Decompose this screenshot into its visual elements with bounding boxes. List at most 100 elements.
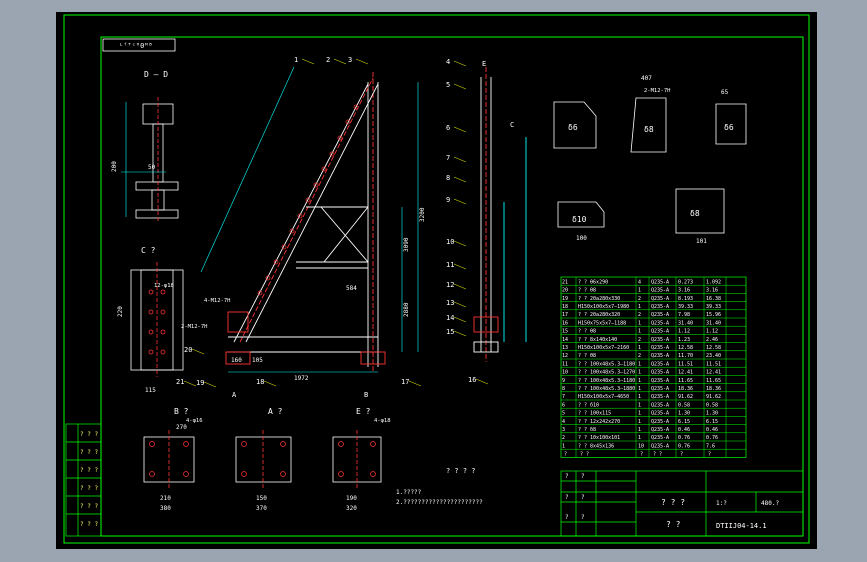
part-balloon: 7 bbox=[446, 154, 450, 162]
bom-cell: 1.092 bbox=[706, 279, 721, 285]
svg-text:? ? ?: ? ? ? bbox=[80, 431, 98, 438]
svg-text:220: 220 bbox=[117, 306, 124, 317]
svg-text:?: ? bbox=[581, 473, 585, 480]
bom-cell: ? ? δ10 bbox=[578, 402, 599, 408]
part-balloon: 6 bbox=[446, 124, 450, 132]
bom-cell: 1 bbox=[638, 329, 641, 335]
bom-cell: 11.51 bbox=[678, 361, 693, 367]
stamp-text: ᴸᶠᵀᶜᴴ0ᴹᴮ bbox=[119, 42, 153, 50]
bom-cell: ? ? 100x48x5.3—1270 bbox=[578, 370, 635, 376]
title-name: ? ? ? bbox=[661, 498, 685, 507]
bom-cell: 11 bbox=[562, 361, 568, 367]
leader-line bbox=[203, 381, 217, 388]
bom-cell: 1 bbox=[638, 411, 641, 417]
bom-cell: 11.51 bbox=[706, 361, 721, 367]
bom-cell: 17 bbox=[562, 312, 568, 318]
bom-cell: Q235-A bbox=[651, 345, 669, 351]
bom-cell: ? ? 100x115 bbox=[578, 411, 611, 417]
svg-text:320: 320 bbox=[346, 505, 357, 512]
bom-cell: ? ? 100x48x5.3—1180 bbox=[578, 378, 635, 384]
leader-line bbox=[453, 176, 467, 183]
bom-cell: 1.12 bbox=[678, 329, 690, 335]
svg-text:4-φ18: 4-φ18 bbox=[374, 418, 391, 424]
leader-line bbox=[453, 60, 467, 67]
bom-cell: 12.41 bbox=[678, 370, 693, 376]
weld-notes: 4-M12-7H 2-M12-7H 12-φ18 4-φ16 4-φ18 2-M… bbox=[154, 88, 671, 424]
part-balloon: 11 bbox=[446, 261, 454, 269]
bom-cell: 11.65 bbox=[706, 378, 721, 384]
bom-cell: 31.40 bbox=[678, 320, 693, 326]
bom-cell: 16 bbox=[562, 320, 568, 326]
bom-cell: Q235-A bbox=[651, 443, 669, 449]
bom-cell: 1.23 bbox=[678, 337, 690, 343]
drawing-sheet: ᴸᶠᵀᶜᴴ0ᴹᴮ ? ? ? ? ? ? ? ? ? ? ? ? ? ? ? ?… bbox=[56, 12, 817, 549]
bom-cell: 1 bbox=[638, 361, 641, 367]
svg-text:4-M12-7H: 4-M12-7H bbox=[204, 298, 231, 304]
bom-cell: 7 bbox=[562, 394, 565, 400]
bom-cell: 2 bbox=[638, 337, 641, 343]
svg-text:?: ? bbox=[581, 514, 585, 521]
svg-text:δ8: δ8 bbox=[690, 209, 700, 218]
leader-line bbox=[453, 198, 467, 205]
bom-cell: 0.76 bbox=[678, 443, 690, 449]
svg-text:? ? ?: ? ? ? bbox=[80, 503, 98, 510]
truss-elevation bbox=[225, 72, 386, 372]
bom-cell: 0.58 bbox=[706, 402, 718, 408]
svg-text:407: 407 bbox=[641, 75, 652, 82]
svg-text:? ? ?: ? ? ? bbox=[80, 467, 98, 474]
left-strip bbox=[65, 423, 102, 537]
bom-cell: 23.40 bbox=[706, 353, 721, 359]
bom-cell: ? ? 12x242x270 bbox=[578, 419, 620, 425]
dim-3090: 3090 bbox=[403, 237, 410, 252]
bom-cell: 6.15 bbox=[678, 419, 690, 425]
bom-header-cell: ? ? bbox=[653, 452, 662, 458]
bom-cell: 7.98 bbox=[678, 312, 690, 318]
bom-cell: ? ? 20a280x330 bbox=[578, 296, 620, 302]
bom-cell: Q235-A bbox=[651, 386, 669, 392]
bom-cell: 13 bbox=[562, 345, 568, 351]
bom-cell: 1 bbox=[562, 443, 565, 449]
dd-view bbox=[135, 97, 179, 222]
svg-text:105: 105 bbox=[252, 357, 263, 364]
bom-cell: 11.70 bbox=[678, 353, 693, 359]
bom-cell: 2.46 bbox=[706, 337, 718, 343]
bom-cell: 0.46 bbox=[678, 427, 690, 433]
svg-text:50: 50 bbox=[148, 164, 156, 171]
bom-cell: Q235-A bbox=[651, 337, 669, 343]
bom-cell: 1 bbox=[638, 345, 641, 351]
svg-text:?: ? bbox=[565, 514, 569, 521]
bom-cell: H150x100x5x7—2160 bbox=[578, 345, 629, 351]
dim-3200: 3200 bbox=[419, 207, 426, 222]
leader-line bbox=[453, 316, 467, 323]
detail-plates bbox=[553, 97, 747, 234]
dd-dims bbox=[121, 102, 166, 217]
bom-cell: Q235-A bbox=[651, 288, 669, 294]
bom-cell: 3.16 bbox=[706, 288, 718, 294]
svg-text:?: ? bbox=[581, 494, 585, 501]
truss-dims bbox=[200, 66, 419, 373]
svg-text:?: ? bbox=[565, 473, 569, 480]
bom-cell: 18 bbox=[562, 304, 568, 310]
bom-cell: 39.33 bbox=[678, 304, 693, 310]
bom-cell: 5 bbox=[562, 411, 565, 417]
title-cells: ? ? ? ? ? ? bbox=[565, 473, 585, 521]
bom-cell: 11.65 bbox=[678, 378, 693, 384]
bom-cell: ? ? 20a280x320 bbox=[578, 312, 620, 318]
bom-cell: 91.62 bbox=[706, 394, 721, 400]
part-balloon: 4 bbox=[446, 58, 450, 66]
svg-text:380: 380 bbox=[160, 505, 171, 512]
bom-cell: 10 bbox=[638, 443, 644, 449]
bom-cell: 1 bbox=[638, 394, 641, 400]
leader-line bbox=[453, 283, 467, 290]
part-balloon: 5 bbox=[446, 81, 450, 89]
bom-header-cell: ? bbox=[708, 452, 711, 458]
bom-cell: 15 bbox=[562, 329, 568, 335]
bom-cell: 19 bbox=[562, 296, 568, 302]
svg-text:150: 150 bbox=[256, 495, 267, 502]
left-strip-texts: ? ? ? ? ? ? ? ? ? ? ? ? ? ? ? ? ? ? bbox=[80, 431, 98, 528]
bom-cell: 0.58 bbox=[678, 402, 690, 408]
svg-text:270: 270 bbox=[176, 424, 187, 431]
bom-cell: 4 bbox=[562, 419, 565, 425]
bom-cell: 18.36 bbox=[706, 386, 721, 392]
bom-cell: 0.76 bbox=[678, 435, 690, 441]
